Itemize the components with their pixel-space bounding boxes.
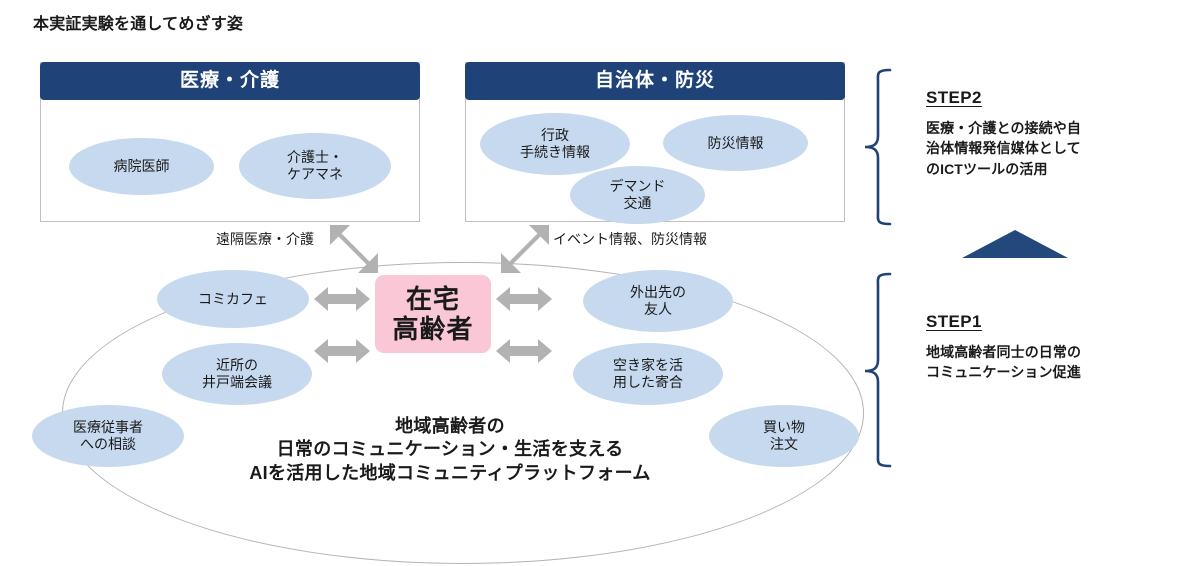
node-vacant-house-gathering[interactable]: 空き家を活 用した寄合 [573, 343, 723, 405]
node-hospital-doctor-label: 病院医師 [113, 158, 170, 175]
step1-title: STEP1 [926, 312, 982, 331]
node-disaster-info[interactable]: 防災情報 [663, 115, 808, 171]
platform-caption-line3: AIを活用した地域コミュニティプラットフォーム [249, 462, 651, 483]
panel-municipality-disaster-body: 行政 手続き情報 防災情報 デマンド 交通 [466, 101, 844, 224]
arrow-comi-cafe-bidirectional [314, 287, 370, 311]
platform-caption-line2: 日常のコミュニケーション・生活を支える [276, 439, 624, 460]
node-disaster-info-label: 防災情報 [707, 134, 764, 151]
step2-description: 医療・介護との接続や自 治体情報発信媒体として のICTツールの活用 [926, 120, 1081, 177]
node-comi-cafe[interactable]: コミカフェ [157, 270, 309, 328]
panel-medical-care-body: 病院医師 介護士・ ケアマネ [41, 101, 419, 221]
node-admin-procedure-info[interactable]: 行政 手続き情報 [480, 113, 630, 175]
page-title: 本実証実験を通してめざす姿 [33, 16, 244, 33]
platform-caption-line1: 地域高齢者の [395, 416, 505, 436]
node-demand-transport[interactable]: デマンド 交通 [570, 166, 705, 224]
node-shopping-order[interactable]: 買い物 注文 [709, 405, 859, 467]
arrow-medical-care-bidirectional [330, 225, 378, 273]
panel-municipality-disaster-header: 自治体・防災 [465, 62, 845, 100]
node-hospital-doctor[interactable]: 病院医師 [69, 138, 214, 195]
arrow-neighborhood-bidirectional [314, 339, 370, 363]
node-caregiver-caremanager[interactable]: 介護士・ ケアマネ [239, 133, 391, 199]
node-vacant-house-gathering-label: 空き家を活 用した寄合 [613, 357, 683, 390]
node-neighborhood-gossip-label: 近所の 井戸端会議 [202, 357, 272, 390]
center-node-line1: 在宅 [405, 283, 460, 314]
node-friend-outside-label: 外出先の 友人 [630, 284, 686, 317]
connector-label-telemedicine: 遠隔医療・介護 [216, 231, 314, 247]
connector-label-event-disaster-info: イベント情報、防災情報 [553, 231, 707, 247]
node-medical-worker-consult-label: 医療従事者 への相談 [73, 419, 143, 452]
brace-step2 [864, 68, 892, 226]
arrow-friend-outside-bidirectional [496, 287, 552, 311]
node-friend-outside[interactable]: 外出先の 友人 [583, 270, 733, 332]
step1-description: 地域高齢者同士の日常の コミュニケーション促進 [926, 344, 1082, 381]
brace-step1 [864, 272, 892, 468]
panel-medical-care: 医療・介護 病院医師 介護士・ ケアマネ [40, 62, 420, 222]
arrow-municipality-bidirectional [501, 225, 549, 273]
center-node-line2: 高齢者 [392, 314, 474, 344]
step2-title: STEP2 [926, 88, 982, 107]
node-neighborhood-gossip[interactable]: 近所の 井戸端会議 [162, 343, 312, 405]
node-comi-cafe-label: コミカフェ [198, 290, 268, 307]
panel-medical-care-header: 医療・介護 [40, 62, 420, 100]
node-caregiver-caremanager-label: 介護士・ ケアマネ [287, 149, 343, 182]
node-shopping-order-label: 買い物 注文 [763, 419, 805, 452]
arrow-vacant-house-bidirectional [496, 339, 552, 363]
center-node-elderly-at-home[interactable]: 在宅 高齢者 [375, 275, 491, 353]
step-progress-up-arrow-icon [962, 230, 1068, 258]
node-demand-transport-label: デマンド 交通 [609, 178, 666, 211]
platform-caption: 地域高齢者の 日常のコミュニケーション・生活を支える AIを活用した地域コミュニ… [170, 415, 730, 485]
node-admin-procedure-info-label: 行政 手続き情報 [520, 127, 590, 160]
panel-municipality-disaster: 自治体・防災 行政 手続き情報 防災情報 デマンド 交通 [465, 62, 845, 224]
node-medical-worker-consult[interactable]: 医療従事者 への相談 [32, 405, 184, 467]
